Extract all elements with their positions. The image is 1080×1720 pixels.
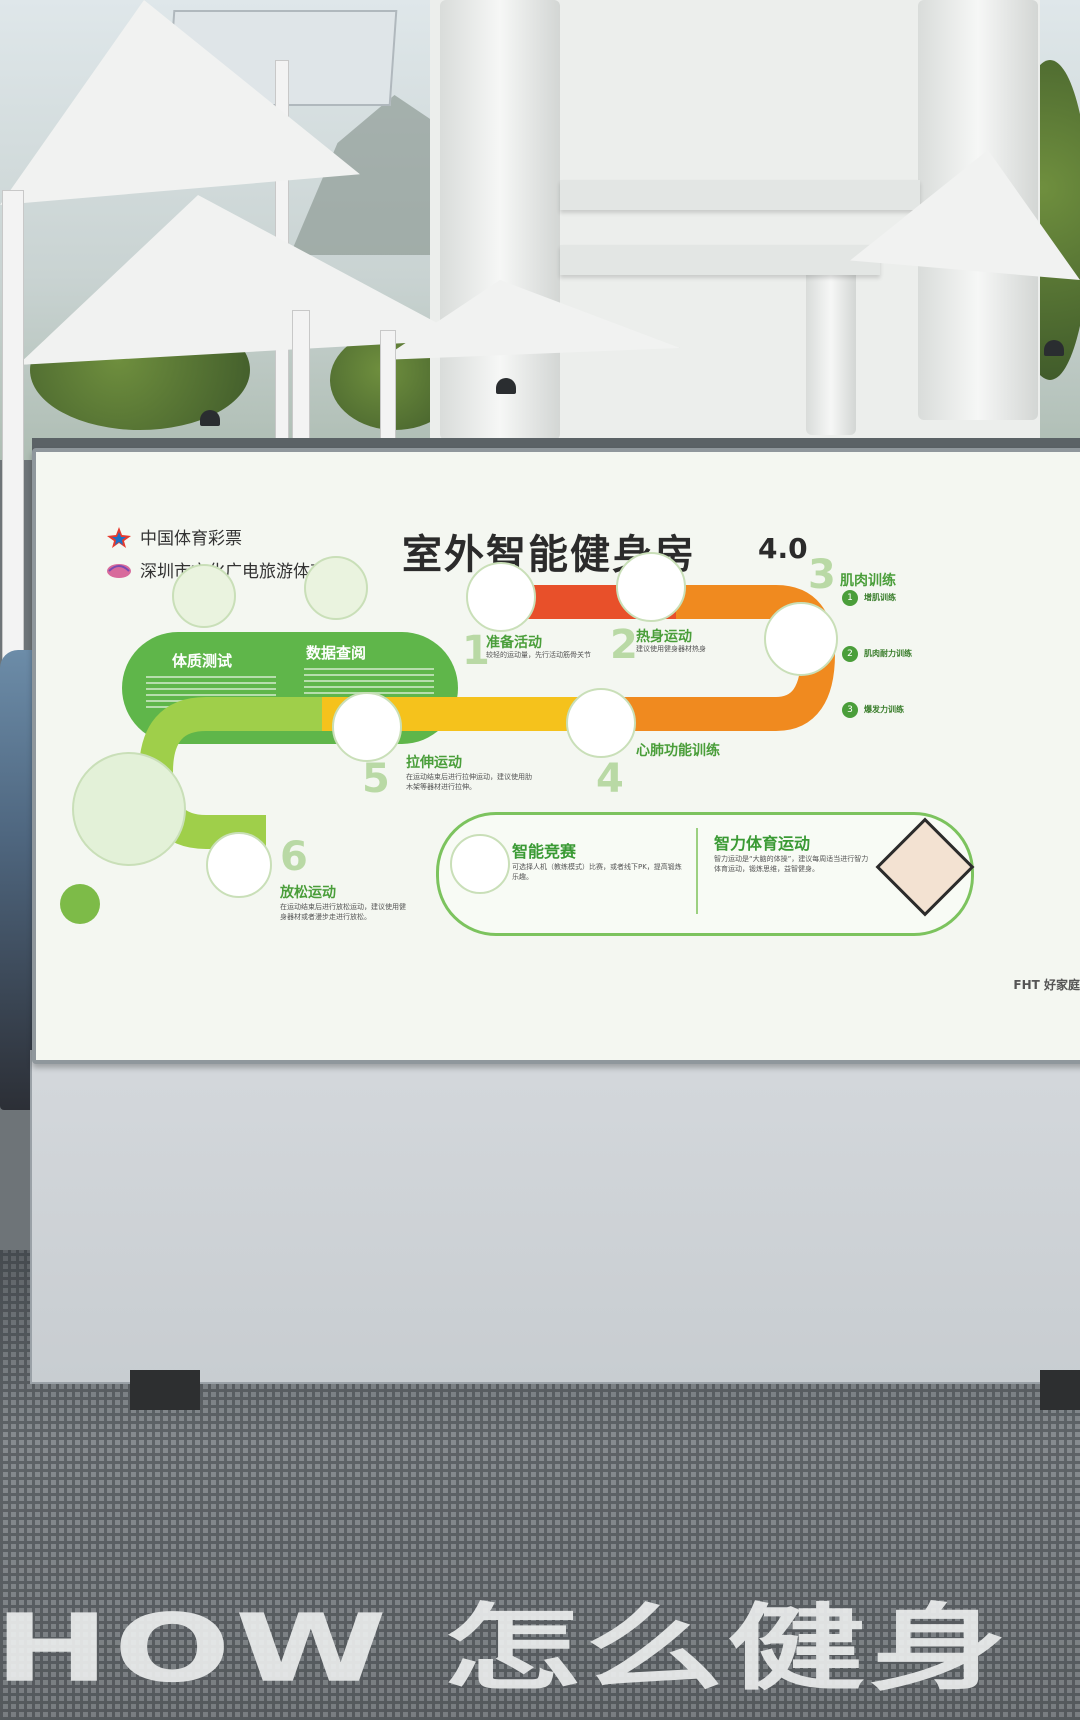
muscle-item-number: 1 [842,590,858,606]
phone-app-icon [304,556,368,620]
runner-figure-icon [72,752,186,866]
muscle-item-title: 肌肉耐力训练 [864,649,912,658]
compete-title: 智力体育运动 [714,834,811,853]
step-number: 2 [610,622,638,668]
sign-board: 中国体育彩票 深圳市文化广电旅游体育局 室外智能健身房 4.0 体质测试 数据查… [32,448,1080,1064]
pill-title: 体质测试 [172,652,233,670]
muscle-item-number: 3 [842,702,858,718]
step-number: 3 [808,552,836,598]
step-title: 心肺功能训练 [636,743,720,759]
exercise-bike-icon [450,834,510,894]
brand-logo: FHT 好家庭 [1013,978,1080,992]
muscle-item: 1 增肌训练 [842,590,992,646]
step-title: 肌肉训练 [840,573,896,589]
beam [560,245,880,275]
step-number: 4 [596,756,624,802]
pillar [806,265,856,435]
step-desc: 在运动结束后进行放松运动，建议使用健身器材或者漫步走进行放松。 [280,903,406,921]
lottery-logo-icon [107,526,131,548]
step-desc: 在运动结束后进行拉伸运动，建议使用肋木架等器材进行拉伸。 [406,773,532,791]
rowing-figure-icon [764,602,838,676]
muscle-training-list: 1 增肌训练 2 肌肉耐力训练 3 爆发力训练 [842,590,992,758]
step-title: 准备活动 [486,635,542,651]
step-title: 热身运动 [636,629,692,645]
hanging-lamp [496,378,516,394]
step-title: 拉伸运动 [406,755,462,771]
pillar [440,0,560,440]
step-number: 6 [280,834,308,880]
compete-desc: 智力运动是“大脑的体操”，建议每周适当进行智力体育运动，锻炼思维，益智健身。 [714,855,869,873]
canopy-pole [2,190,24,672]
beam [560,180,920,210]
canopy-pole [292,310,310,452]
step-number: 1 [462,628,490,674]
ladder-figure-icon [332,692,402,762]
warmup-figure-icon [466,562,536,632]
step-desc: 建议使用健身器材热身 [636,645,706,653]
hanging-lamp [200,410,220,426]
body-scan-icon [172,564,236,628]
muscle-item-title: 爆发力训练 [864,705,904,714]
sign-leg [1040,1370,1080,1410]
muscle-item-number: 2 [842,646,858,662]
board-version: 4.0 [758,532,808,565]
tree-icon [60,884,100,924]
compete-divider [696,828,698,914]
compete-title: 智能竞赛 [512,842,577,861]
step-title: 放松运动 [280,885,336,901]
sign-leg [130,1370,200,1410]
cycling-figure-icon [566,688,636,758]
muscle-item-title: 增肌训练 [864,593,896,602]
sign-base-cabinet [30,1050,1080,1384]
canopy-pole [380,330,396,452]
bureau-logo-icon [107,563,131,578]
floor-painted-text: HOW 怎么健身 [0,1593,1012,1704]
step-number: 5 [362,756,390,802]
sponsor-row: 中国体育彩票 [106,524,242,549]
hanging-lamp [1044,340,1064,356]
sponsor-name: 中国体育彩票 [140,529,242,549]
step-desc: 较轻的运动量，先行活动筋骨关节 [486,651,591,659]
compete-desc: 可选择人机（教练模式）比赛，或者线下PK，提高锻炼乐趣。 [512,863,682,881]
muscle-item: 3 爆发力训练 [842,702,992,758]
pill-title: 数据查阅 [306,644,367,662]
muscle-item: 2 肌肉耐力训练 [842,646,992,702]
walking-figure-icon [206,832,272,898]
stretch-figure-icon [616,552,686,622]
